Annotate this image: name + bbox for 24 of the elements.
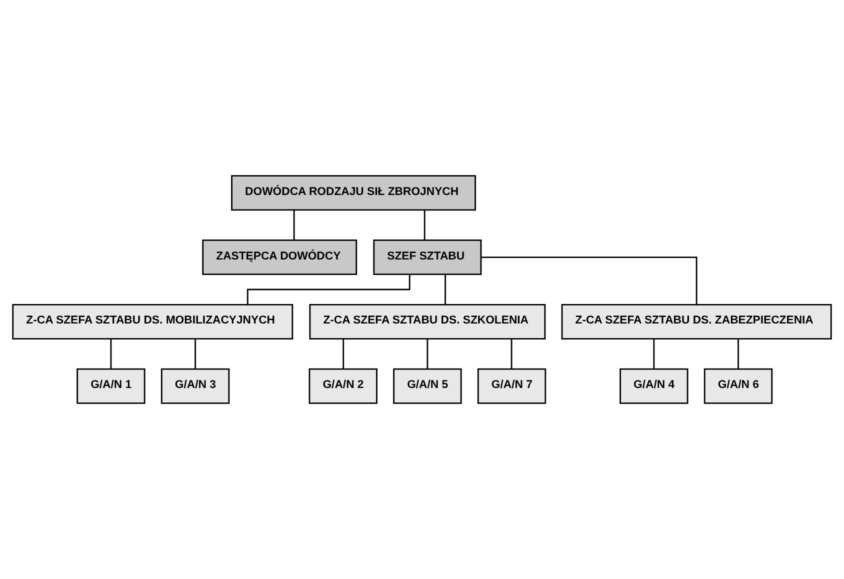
node-box: Z-CA SZEFA SZTABU DS. ZABEZPIECZENIA <box>561 304 832 340</box>
node-box: DOWÓDCA RODZAJU SIŁ ZBROJNYCH <box>231 175 476 211</box>
connector <box>194 338 196 369</box>
connector <box>510 338 512 369</box>
node-box: G/A/N 3 <box>160 368 230 404</box>
node-box: SZEF SZTABU <box>373 240 482 276</box>
connector <box>342 338 344 369</box>
connector <box>653 338 655 369</box>
connector <box>444 274 446 304</box>
connector <box>293 210 295 240</box>
node-box: G/A/N 1 <box>76 368 146 404</box>
node-box: G/A/N 5 <box>393 368 462 404</box>
node-box: G/A/N 7 <box>477 368 546 404</box>
connector <box>481 256 698 304</box>
node-box: G/A/N 4 <box>620 368 688 404</box>
node-box: Z-CA SZEFA SZTABU DS. MOBILIZACYJNYCH <box>12 304 294 340</box>
connector <box>738 338 739 369</box>
connector <box>110 338 112 369</box>
connector <box>426 338 428 369</box>
node-box: Z-CA SZEFA SZTABU DS. SZKOLENIA <box>309 304 546 340</box>
node-box: G/A/N 6 <box>704 368 773 404</box>
connector <box>424 210 426 240</box>
node-box: ZASTĘPCA DOWÓDCY <box>202 240 358 276</box>
node-box: G/A/N 2 <box>308 368 378 404</box>
